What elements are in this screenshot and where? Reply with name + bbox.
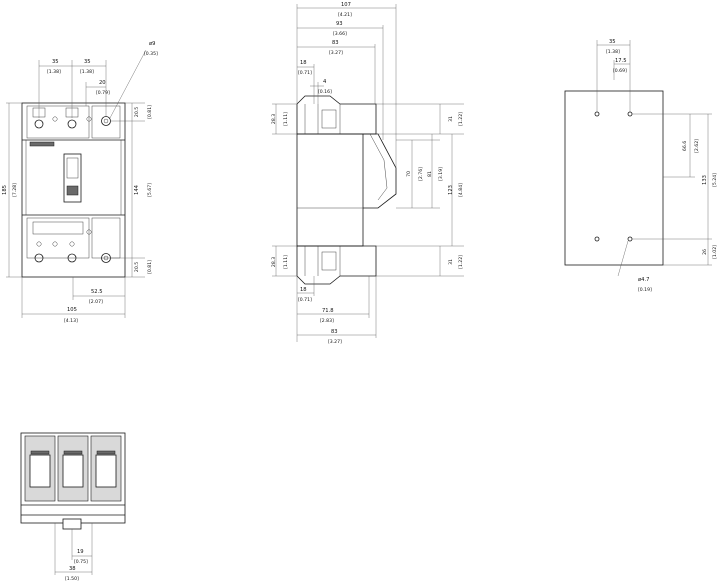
bottom-view	[20, 432, 126, 575]
dim-r31-bot-mm: 31	[448, 259, 454, 265]
dim-offset-in: [0.79]	[96, 90, 110, 96]
dim-top-term-mm: 20.5	[134, 107, 140, 117]
dim-drill-175-mm: 17.5	[615, 58, 627, 64]
dim-drill-26-in: [1.02]	[712, 245, 718, 259]
dim-drill-35-mm: 35	[609, 39, 616, 45]
dim-18-in: [0.71]	[298, 70, 312, 76]
dim-hole-in: [0.35]	[144, 51, 158, 57]
dim-r31-top-in: [1.22]	[458, 112, 464, 126]
dim-bottom-19-in: [0.75]	[74, 559, 88, 565]
dim-r81-in: [3.19]	[438, 167, 444, 181]
dim-r123-mm: 123	[448, 185, 454, 195]
dim-width-mm: 105	[67, 307, 77, 313]
dim-pitch-right-mm: 35	[84, 59, 91, 65]
drill-pattern-view	[564, 40, 712, 277]
dim-r31-top-mm: 31	[448, 116, 454, 122]
dim-drill-hole-mm: ø4.7	[638, 277, 649, 283]
dim-depth-mm: 107	[341, 2, 351, 8]
dim-83-in: [3.27]	[329, 50, 343, 56]
dim-r70-in: [2.76]	[418, 167, 424, 181]
side-view	[272, 4, 464, 342]
dim-bottom-38-in: [1.50]	[65, 576, 79, 582]
dim-drill-133-mm: 133	[702, 175, 708, 185]
dim-b718-mm: 71.8	[322, 308, 334, 314]
dim-bot-term-in: [0.81]	[147, 260, 153, 274]
dim-93-in: [3.66]	[333, 31, 347, 37]
dim-r123-in: [4.84]	[458, 183, 464, 197]
dim-18-mm: 18	[300, 60, 307, 66]
dim-bot-term-mm: 20.5	[134, 262, 140, 272]
dim-r31-bot-in: [1.22]	[458, 255, 464, 269]
dim-half-width-mm: 52.5	[91, 289, 103, 295]
dim-drill-hole-in: [0.19]	[638, 287, 652, 293]
dim-drill-666-in: [2.62]	[694, 139, 700, 153]
dim-drill-133-in: [5.24]	[712, 173, 718, 187]
dim-93-mm: 93	[336, 21, 343, 27]
dim-depth-in: [4.21]	[338, 12, 352, 18]
dim-half-width-in: [2.07]	[89, 299, 103, 305]
dim-hole-mm: ø9	[149, 41, 155, 47]
dim-r81-mm: 81	[427, 171, 433, 177]
dim-top-term-in: [0.81]	[147, 105, 153, 119]
dim-pitch-left-mm: 35	[52, 59, 59, 65]
dim-r70-mm: 70	[406, 171, 412, 177]
dim-b83-in: [3.27]	[328, 339, 342, 345]
dim-height-mm: 185	[2, 185, 8, 195]
front-view	[6, 49, 147, 318]
dim-bottom-38-mm: 38	[69, 566, 76, 572]
dim-center-mm: 144	[134, 184, 140, 195]
dim-pitch-left-in: [1.38]	[47, 69, 61, 75]
dim-pitch-right-in: [1.38]	[80, 69, 94, 75]
dim-height-in: [7.28]	[12, 183, 18, 197]
dim-drill-35-in: [1.38]	[606, 49, 620, 55]
dim-bottom-19-mm: 19	[77, 549, 84, 555]
dim-b83-mm: 83	[331, 329, 338, 335]
dim-b718-in: [2.83]	[320, 318, 334, 324]
dim-4-mm: 4	[323, 79, 327, 85]
dim-drill-26-mm: 26	[702, 249, 708, 255]
dim-offset-mm: 20	[99, 80, 106, 86]
dim-bot-h-in: [1.11]	[283, 255, 289, 269]
dim-b18-in: [0.71]	[298, 297, 312, 303]
dim-width-in: [4.13]	[64, 318, 78, 324]
dim-center-in: [5.67]	[147, 183, 153, 197]
dim-b18-mm: 18	[300, 287, 307, 293]
dim-bot-h-mm: 28.3	[271, 257, 277, 267]
dim-drill-666-mm: 66.6	[682, 141, 688, 151]
dim-drill-175-in: [0.69]	[613, 68, 627, 74]
dim-top-h-mm: 28.3	[271, 114, 277, 124]
dim-4-in: [0.16]	[318, 89, 332, 95]
dim-top-h-in: [1.11]	[283, 112, 289, 126]
dim-83-mm: 83	[332, 40, 339, 46]
